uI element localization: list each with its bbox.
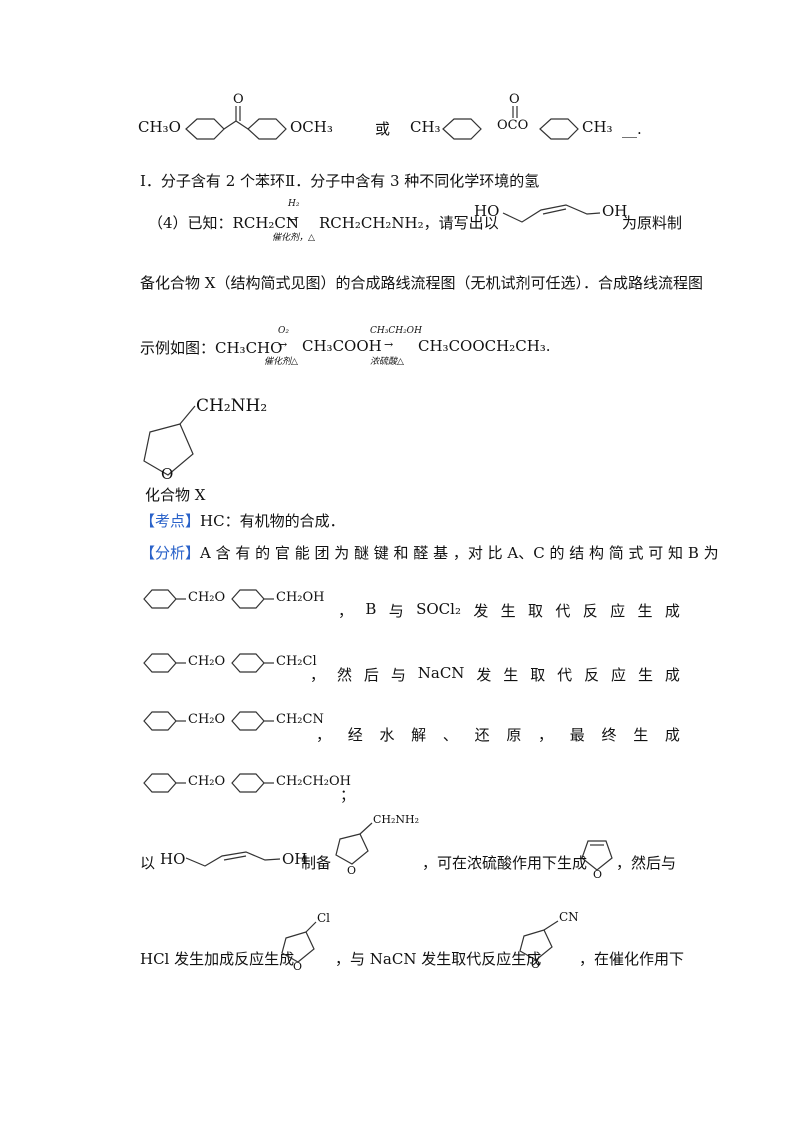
fenxi-tag: 【分析】 <box>140 544 201 562</box>
butenediol-oh: OH <box>602 202 628 220</box>
route2-ring-o-2: O <box>531 958 541 971</box>
row2-end-group: CH₂Cl <box>276 654 317 669</box>
ester-group: OCO <box>497 118 529 133</box>
route2-text2: ，与 NaCN 发生取代反应生成 <box>335 950 542 968</box>
fenxi-text: A 含 有 的 官 能 团 为 醚 键 和 醛 基 ，对 比 A、C 的 结 构… <box>200 544 719 562</box>
row3-end-group: CH₂CN <box>276 712 324 727</box>
condition-line: Ⅰ．分子含有 2 个苯环Ⅱ．分子中含有 3 种不同化学环境的氢 <box>140 172 540 190</box>
catalyst-label: 催化剂，△ <box>272 233 315 243</box>
mol2-left-group: CH₃ <box>410 118 441 136</box>
q4-prefix: （4）已知：RCH₂CN <box>148 214 300 232</box>
compound-x-caption: 化合物 X <box>145 486 206 504</box>
route2-ring-o: O <box>293 960 303 973</box>
benzene-ring <box>442 118 482 140</box>
example-mid: CH₃COOH <box>302 337 382 355</box>
reaction-arrow: → <box>384 338 394 351</box>
cn-label: CN <box>559 910 579 924</box>
substituted-thf-structures <box>281 920 559 963</box>
kaodian-tag: 【考点】 <box>140 512 201 530</box>
benzene-ring <box>247 118 287 140</box>
ether-link: CH₂O <box>188 774 226 789</box>
kaodian-text: HC：有机物的合成． <box>200 512 345 530</box>
route2-text3: ，在催化作用下 <box>579 950 685 968</box>
row1-end-group: CH₂OH <box>276 590 325 605</box>
carbonyl-o: O <box>233 92 244 107</box>
furan-o: O <box>593 868 603 881</box>
ethanol-reagent: CH₃CH₂OH <box>370 326 422 336</box>
h2-reagent: H₂ <box>288 199 300 209</box>
ether-link: CH₂O <box>188 654 226 669</box>
ester-carbonyl-o: O <box>509 92 520 107</box>
bond <box>235 120 249 130</box>
fenxi-line: 【分析】A 含 有 的 官 能 团 为 醚 键 和 醛 基 ，对 比 A、C 的… <box>140 542 719 563</box>
mol1-right-group: OCH₃ <box>290 118 333 136</box>
route1-text2: ，然后与 <box>616 854 677 872</box>
example-product: CH₃COOCH₂CH₃. <box>418 337 551 355</box>
q4-line2: 备化合物 X（结构简式见图）的合成路线流程图（无机试剂可任选）．合成路线流程图 <box>140 274 703 292</box>
route1-ring-o: O <box>347 864 357 877</box>
row4-end-group: CH₂CH₂OH <box>276 774 351 789</box>
acid-label: 浓硫酸△ <box>370 357 404 367</box>
benzophenone-structure <box>185 106 579 140</box>
butenediol-structure-2 <box>185 822 613 871</box>
mol1-left-group: CH₃O <box>138 118 181 136</box>
ether-link: CH₂O <box>188 712 226 727</box>
row3-text: ，经水解、还原，最终生成 <box>316 726 680 744</box>
row4-text: ； <box>340 786 356 804</box>
chain-structures <box>143 589 274 793</box>
route1-text1: ，可在浓硫酸作用下生成 <box>422 854 588 872</box>
route1-zhibei: 制备 <box>301 854 332 872</box>
reaction-arrow: → <box>288 213 298 226</box>
benzene-ring <box>539 118 579 140</box>
blank-answer: __. <box>622 120 642 138</box>
ch2nh2-label: CH₂NH₂ <box>196 396 268 416</box>
catalyst-label: 催化剂△ <box>264 357 298 367</box>
butenediol-structure <box>502 204 601 223</box>
or-text: 或 <box>375 120 391 138</box>
ether-link: CH₂O <box>188 590 226 605</box>
ring-oxygen: O <box>161 465 174 483</box>
route1-nh2: CH₂NH₂ <box>373 813 420 826</box>
route1-oh: OH <box>282 850 308 868</box>
o2-reagent: O₂ <box>278 326 289 336</box>
route1-yi: 以 <box>140 854 156 872</box>
reaction-arrow: → <box>278 338 288 351</box>
example-prefix: 示例如图：CH₃CHO <box>140 339 283 357</box>
q4-product: RCH₂CH₂NH₂，请写出以 <box>319 214 499 232</box>
route1-ho: HO <box>160 850 186 868</box>
q4-suffix: 为原料制 <box>622 214 683 232</box>
butenediol-ho: HO <box>474 202 500 220</box>
thf-ring-structure <box>143 405 196 476</box>
bond <box>223 120 237 130</box>
cl-label: Cl <box>317 911 331 925</box>
kaodian-line: 【考点】HC：有机物的合成． <box>140 510 345 531</box>
route2-text1: HCl 发生加成反应生成 <box>140 950 295 968</box>
mol2-right-group: CH₃ <box>582 118 613 136</box>
